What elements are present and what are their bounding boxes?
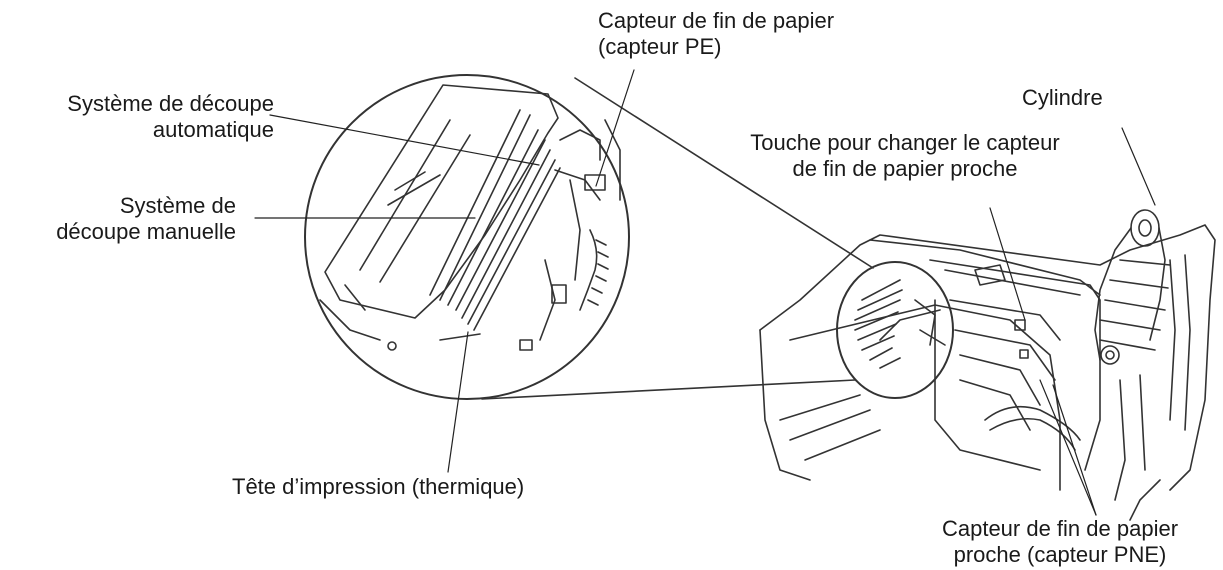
printer-body	[759, 209, 1216, 521]
manual-cutter-label-line1: Système de	[119, 193, 236, 218]
pne-switch-label: Touche pour changer le capteur de fin de…	[700, 130, 1110, 182]
paper-end-sensor-label-line1: Capteur de fin de papier	[598, 8, 835, 33]
autocutter-label: Système de découpe automatique	[0, 91, 274, 143]
magnified-view	[304, 74, 874, 400]
paper-end-sensor-label-line2: (capteur PE)	[598, 34, 722, 59]
autocutter-label-line2: automatique	[152, 117, 274, 142]
manual-cutter-label-line2: découpe manuelle	[56, 219, 236, 244]
near-end-sensor-label: Capteur de fin de papier proche (capteur…	[900, 516, 1220, 568]
leader-lines	[254, 69, 1156, 516]
pne-switch-label-line2: de fin de papier proche	[792, 156, 1018, 181]
platen-label: Cylindre	[1022, 85, 1103, 111]
platen-label-line1: Cylindre	[1022, 85, 1103, 110]
near-end-sensor-label-line1: Capteur de fin de papier	[941, 516, 1179, 541]
manual-cutter-label: Système de découpe manuelle	[0, 193, 236, 245]
print-head-label-line1: Tête d’impression (thermique)	[232, 474, 525, 499]
paper-end-sensor-label: Capteur de fin de papier (capteur PE)	[598, 8, 834, 60]
print-head-label: Tête d’impression (thermique)	[232, 474, 524, 500]
pne-switch-label-line1: Touche pour changer le capteur	[750, 130, 1060, 155]
near-end-sensor-label-line2: proche (capteur PNE)	[953, 542, 1167, 567]
autocutter-label-line1: Système de découpe	[67, 91, 274, 116]
